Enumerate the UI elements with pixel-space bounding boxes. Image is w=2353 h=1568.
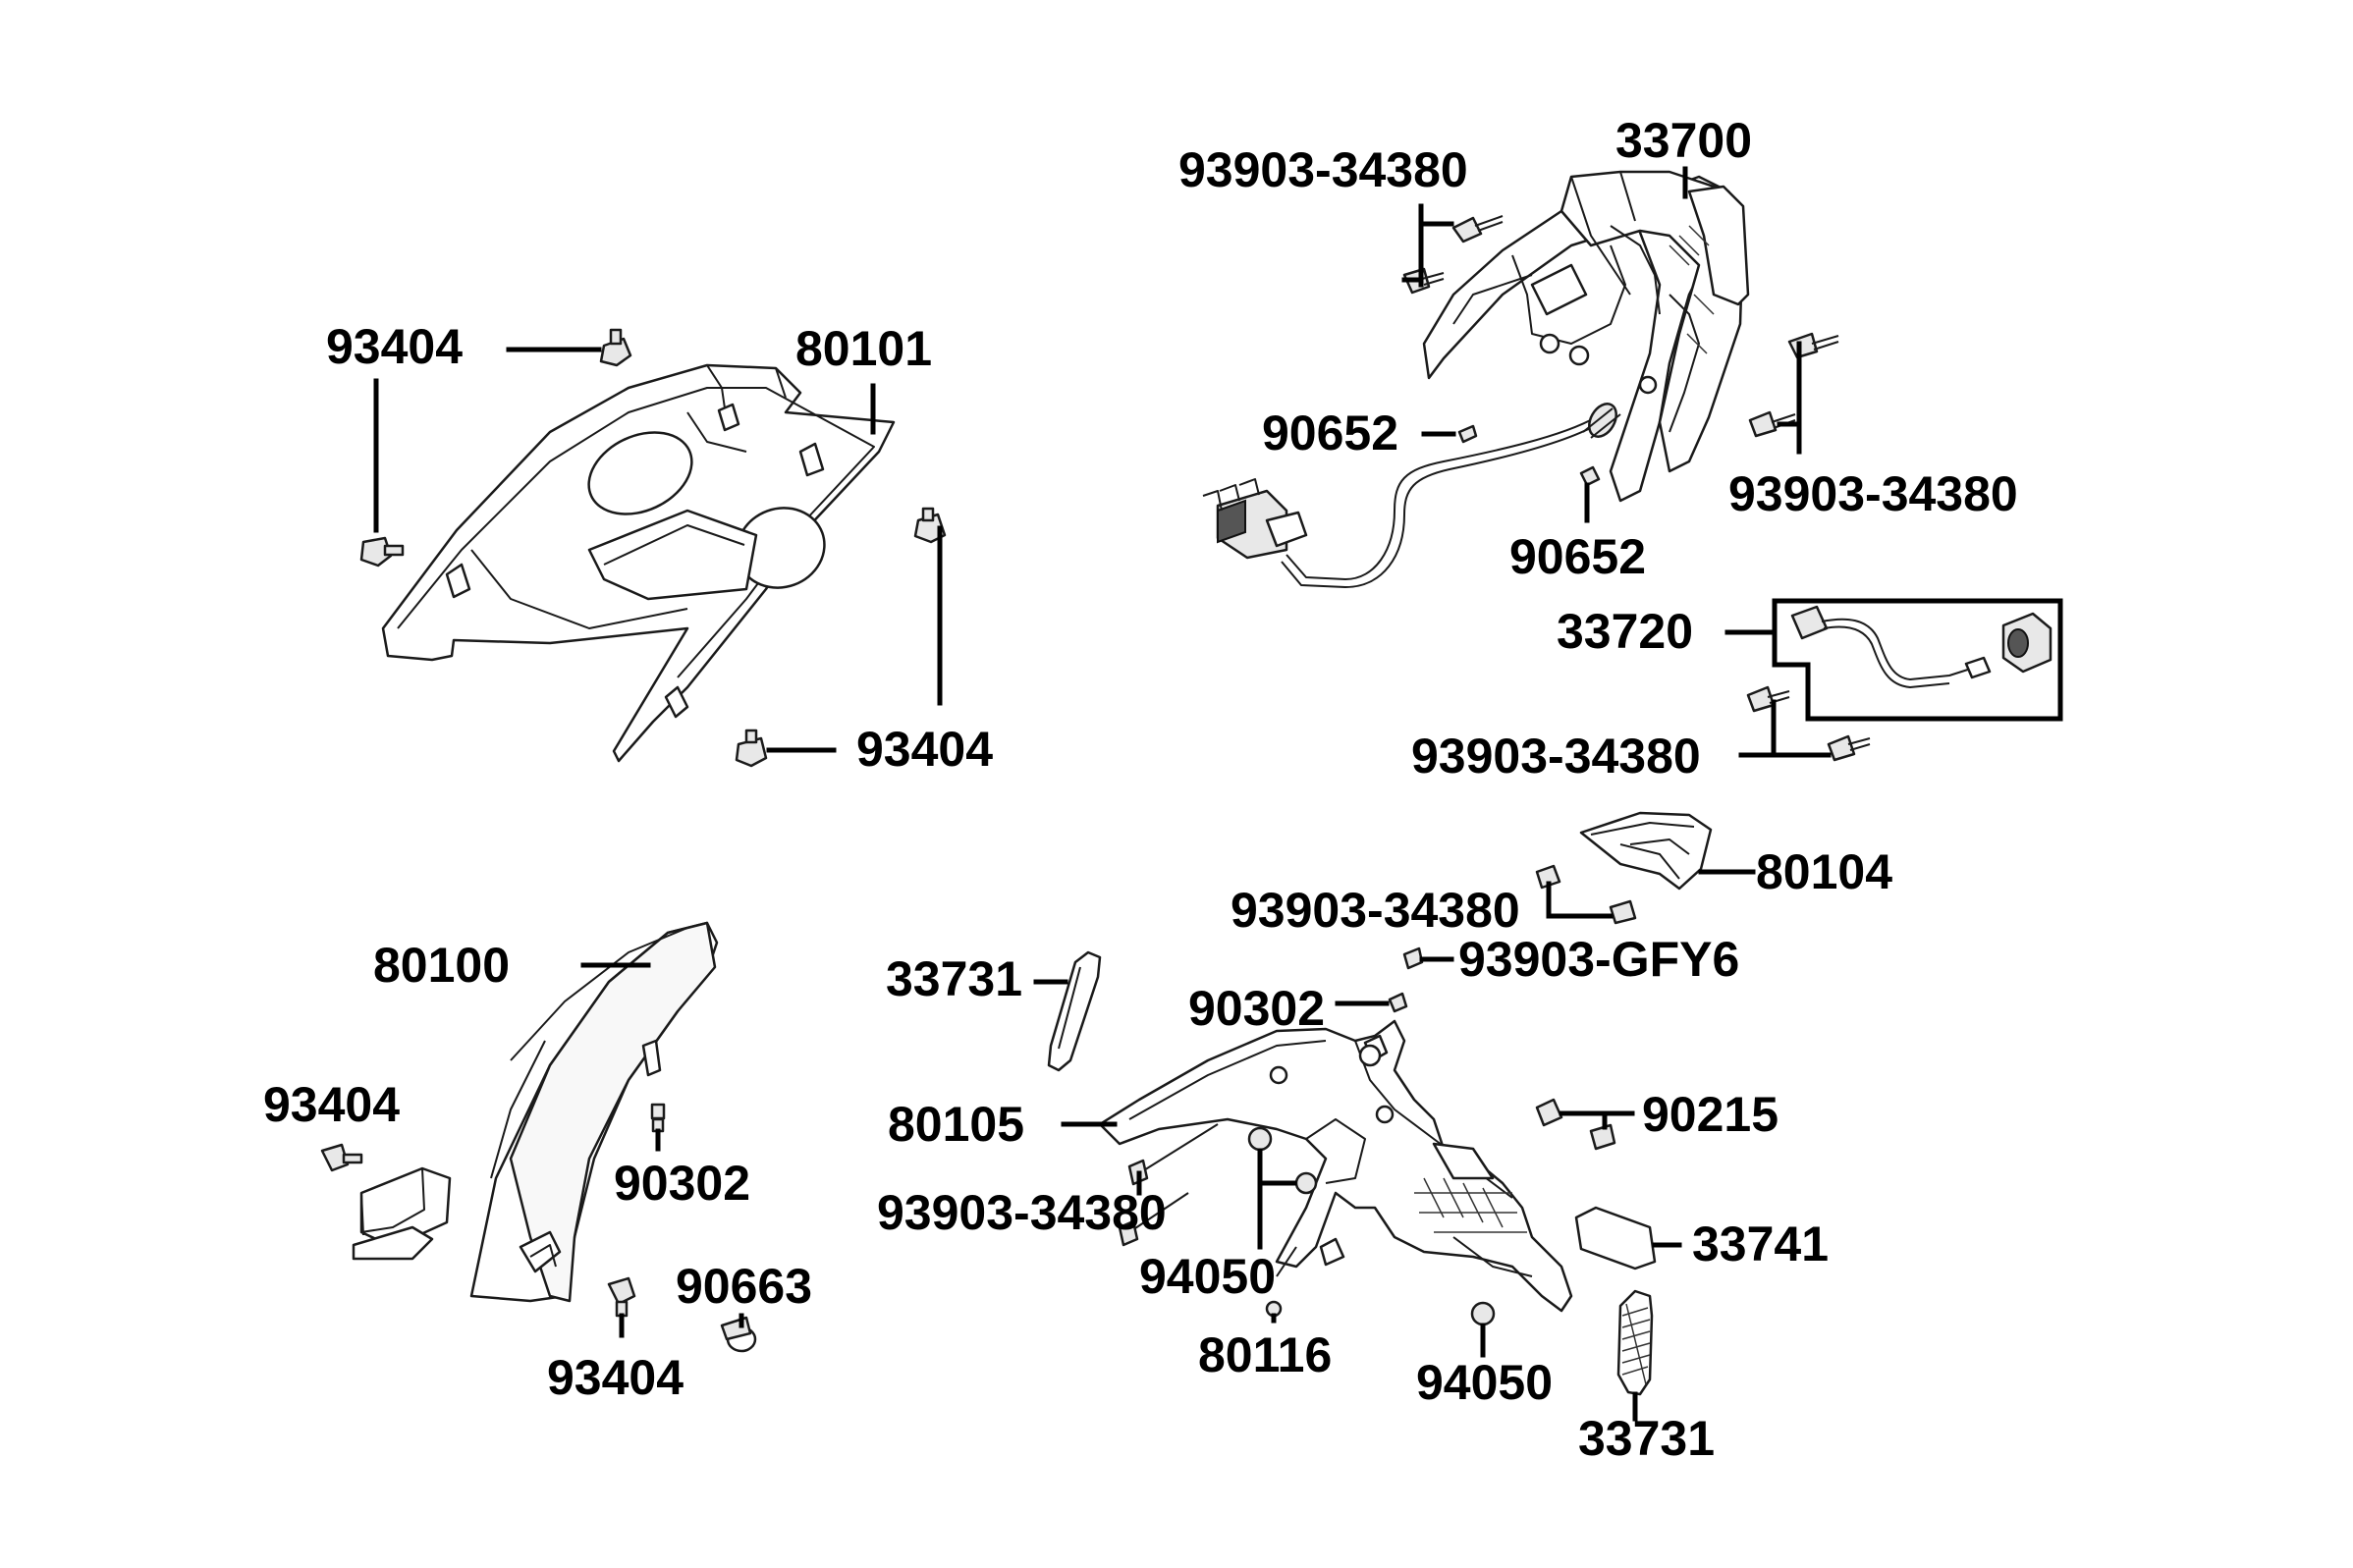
label-90215: 90215 (1642, 1087, 1779, 1142)
part-90302-nut-2 (1388, 992, 1408, 1013)
part-90215-bolt (1535, 1098, 1616, 1151)
part-90652-clip-2 (1579, 465, 1601, 487)
label-93903-34380: 93903-34380 (877, 1185, 1167, 1240)
part-33741-plate (1574, 1206, 1657, 1271)
label-93903-gfy6: 93903-GFY6 (1458, 932, 1740, 987)
part-33731-reflector-1 (1047, 950, 1102, 1072)
label-33731: 33731 (1578, 1411, 1716, 1466)
label-93903-34380: 93903-34380 (1728, 466, 2018, 521)
part-93404-bolt-2 (359, 536, 405, 568)
part-33731-reflector-2 (1616, 1289, 1654, 1396)
part-80101-rear-cover (381, 363, 896, 763)
label-93903-34380: 93903-34380 (1411, 729, 1701, 784)
label-33741: 33741 (1692, 1217, 1830, 1271)
label-80104: 80104 (1756, 844, 1893, 899)
label-80100: 80100 (373, 938, 511, 993)
label-80116: 80116 (1198, 1327, 1333, 1382)
part-33700-tail-light (1202, 170, 1750, 588)
label-90302: 90302 (1188, 981, 1326, 1036)
part-93903-34380-screw-8 (1609, 899, 1637, 925)
part-80104-reflector-cover (1579, 811, 1713, 891)
leader-lines (373, 166, 1832, 1422)
part-90302-nut-1 (650, 1103, 666, 1133)
label-33731: 33731 (886, 951, 1023, 1006)
label-93404: 93404 (263, 1077, 401, 1132)
label-90663: 90663 (676, 1259, 813, 1314)
part-93903-gfy6-screw (1402, 946, 1424, 970)
part-94050-nut-2 (1470, 1301, 1496, 1326)
part-93903-34380-screw-1 (1451, 215, 1504, 243)
part-93903-34380-screw-7 (1535, 864, 1561, 890)
label-93903-34380: 93903-34380 (1231, 883, 1520, 938)
part-93903-34380-screw-3 (1787, 332, 1839, 359)
label-33700: 33700 (1615, 113, 1753, 168)
label-93404: 93404 (326, 319, 464, 374)
label-90652: 90652 (1262, 406, 1399, 460)
part-93404-bolt-6 (607, 1276, 636, 1318)
label-94050: 94050 (1416, 1355, 1554, 1410)
label-80101: 80101 (795, 321, 933, 376)
label-93404: 93404 (856, 722, 994, 777)
label-94050: 94050 (1139, 1249, 1277, 1304)
part-93903-34380-screw-6 (1827, 734, 1871, 762)
part-80105-license-bracket (1098, 1019, 1573, 1313)
label-33720: 33720 (1557, 604, 1694, 659)
part-90652-clip-1 (1457, 424, 1478, 444)
part-93404-bolt-5 (320, 1143, 363, 1172)
part-93404-bolt-1 (599, 328, 632, 367)
label-90302: 90302 (614, 1156, 751, 1211)
part-93903-34380-screw-10 (1118, 1192, 1189, 1247)
part-90663-clamp (720, 1316, 757, 1353)
part-33720-socket-box (1772, 598, 2063, 722)
label-93903-34380: 93903-34380 (1178, 142, 1468, 197)
label-90652: 90652 (1509, 529, 1647, 584)
part-80100-rear-fender (352, 921, 719, 1303)
part-93903-34380-screw-4 (1748, 410, 1796, 438)
label-93404: 93404 (547, 1350, 684, 1405)
label-80105: 80105 (888, 1097, 1025, 1152)
part-93903-34380-screw-5 (1746, 685, 1790, 713)
part-93404-bolt-4 (735, 729, 768, 768)
